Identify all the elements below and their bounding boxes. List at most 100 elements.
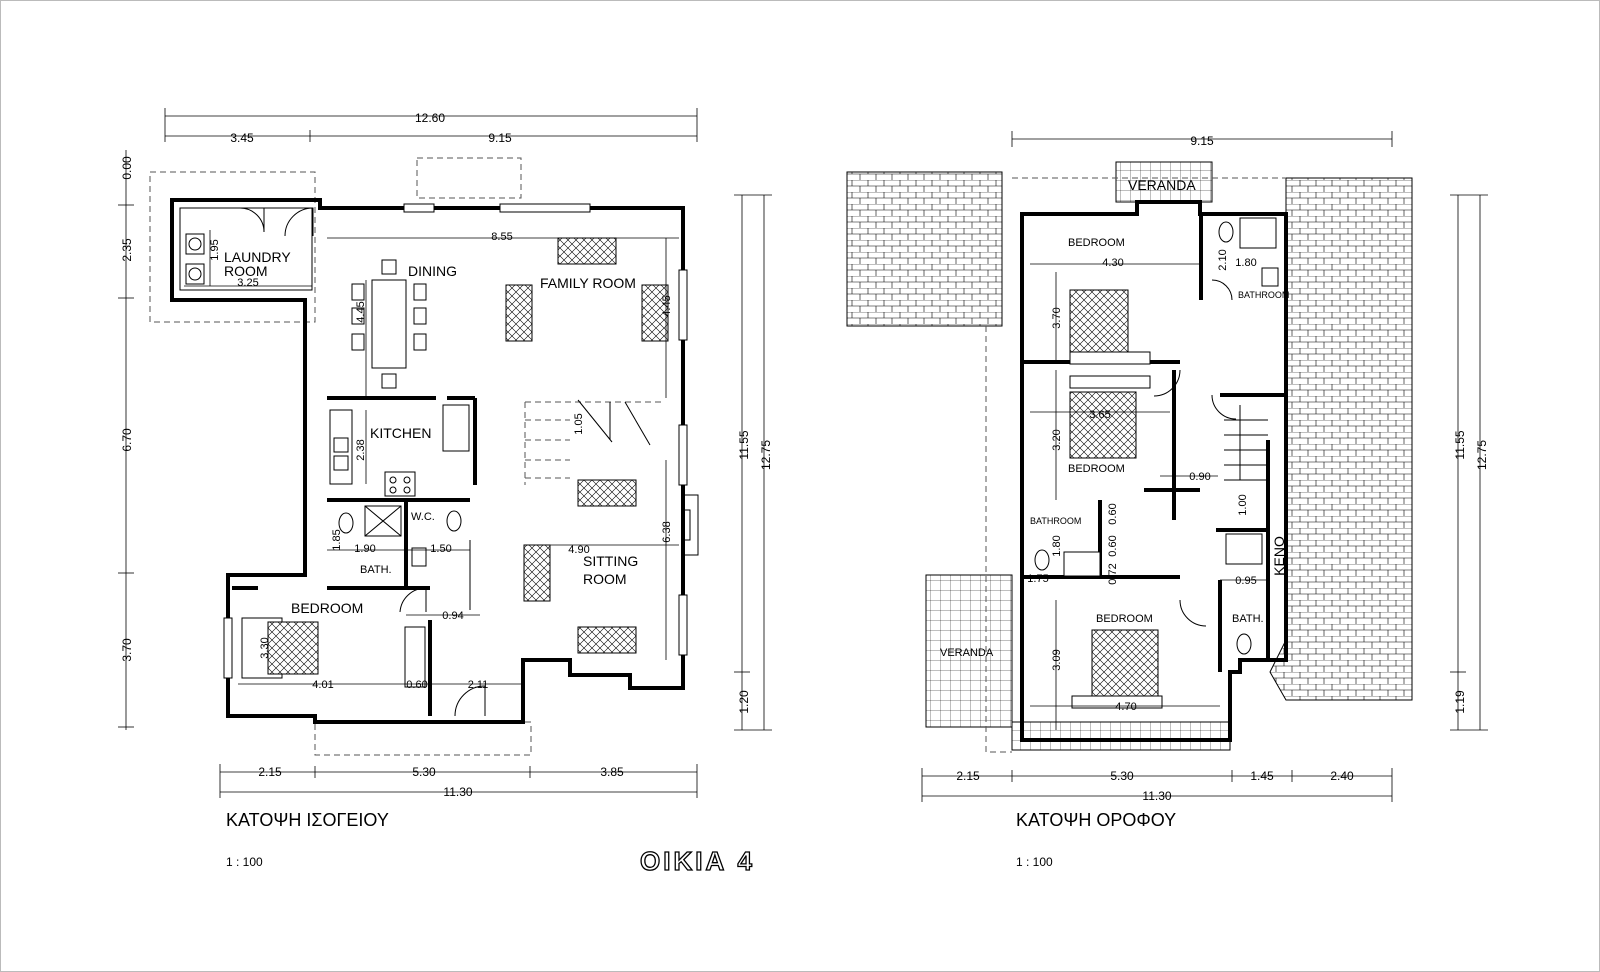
dim-text: 1.80 <box>1051 535 1063 556</box>
dim-text: 2.10 <box>1217 249 1229 270</box>
dim-text: 3.25 <box>237 277 258 289</box>
roof-tiles <box>1269 177 1413 701</box>
veranda-deck <box>925 574 1013 728</box>
room-label: ROOM <box>224 263 268 279</box>
room-label: BATHROOM <box>1238 290 1289 300</box>
wardrobe <box>404 626 426 688</box>
room-label: BATH. <box>1232 613 1264 625</box>
room-label: BEDROOM <box>1096 613 1153 625</box>
bed-headboard <box>1069 375 1151 389</box>
door-swing <box>1211 394 1237 420</box>
room-label: DINING <box>408 263 457 279</box>
ground-floor-plan: 12.60 3.45 9.15 2.15 5.30 3.85 11.30 0.0… <box>118 108 773 869</box>
dim-left-d: 3.70 <box>120 638 134 662</box>
door-swing <box>1153 369 1181 397</box>
dim-text: 0.60 <box>1107 535 1119 556</box>
bed-headboard <box>1069 351 1151 365</box>
dim-top: 9.15 <box>1190 134 1214 148</box>
dim-right-b: 12.75 <box>1475 440 1489 470</box>
door-swing <box>399 587 427 613</box>
chair <box>413 307 427 325</box>
chair <box>351 307 365 325</box>
dim-text: 0.72 <box>1107 563 1119 584</box>
dim-text: 3.65 <box>1089 409 1110 421</box>
dim-text: 0.90 <box>1189 471 1210 483</box>
dim-text: 2.11 <box>468 679 489 691</box>
upper-floor-title: ΚΑΤΟΨΗ ΟΡΟΦΟΥ <box>1016 810 1176 830</box>
dim-left-a: 0.00 <box>120 156 134 180</box>
roof-tiles <box>846 171 1003 327</box>
chair <box>381 259 397 275</box>
dim-text: 6.38 <box>661 521 673 542</box>
sofa <box>557 237 617 265</box>
window <box>678 594 688 656</box>
dim-bot-c: 1.45 <box>1250 769 1274 783</box>
veranda-deck <box>1011 721 1231 751</box>
door-swing <box>1179 599 1207 627</box>
dim-text: 1.75 <box>1027 573 1048 585</box>
dim-text: 0.60 <box>406 679 427 691</box>
bed <box>1069 289 1129 357</box>
bed-headboard <box>1071 695 1163 709</box>
sink <box>333 437 349 453</box>
dining-table <box>371 279 407 369</box>
dim-text: 1.50 <box>430 543 451 555</box>
dim-right-b: 12.75 <box>759 440 773 470</box>
door-swing <box>284 207 314 237</box>
overhang-outline <box>416 157 522 199</box>
window <box>678 269 688 341</box>
ground-floor-scale: 1 : 100 <box>226 855 263 869</box>
dim-text: 3.20 <box>1051 429 1063 450</box>
dim-text: 4.45 <box>355 301 367 322</box>
shower <box>1239 217 1277 249</box>
room-label: BEDROOM <box>1068 237 1125 249</box>
room-label: VERANDA <box>940 647 994 659</box>
sink <box>333 455 349 471</box>
fireplace <box>683 494 699 556</box>
door-swing <box>454 685 486 717</box>
room-label: W.C. <box>411 511 435 523</box>
bed <box>1091 629 1159 697</box>
room-label: KITCHEN <box>370 425 431 441</box>
ground-floor-title: ΚΑΤΟΨΗ ΙΣΟΓΕΙΟΥ <box>226 810 389 830</box>
toilet <box>1236 633 1252 655</box>
dim-text: 1.80 <box>1235 257 1256 269</box>
dim-text: 1.00 <box>1237 494 1249 515</box>
washbasin <box>1261 267 1279 287</box>
sofa <box>577 626 637 654</box>
washer-drum <box>188 237 202 251</box>
house-title: ΟΙΚΙΑ 4 <box>640 846 755 876</box>
dim-text: 0.94 <box>442 610 463 622</box>
dim-bot-d: 2.40 <box>1330 769 1354 783</box>
room-label: BEDROOM <box>1068 463 1125 475</box>
dim-bot-c: 3.85 <box>600 765 624 779</box>
dim-right-c: 1.19 <box>1453 690 1467 714</box>
dim-bot-b: 5.30 <box>412 765 436 779</box>
dryer-drum <box>188 267 202 281</box>
dim-text: 4.90 <box>568 544 589 556</box>
room-label: BEDROOM <box>291 600 363 616</box>
dim-bot-a: 2.15 <box>258 765 282 779</box>
dim-right-a: 11.55 <box>737 430 751 459</box>
door-swing <box>239 207 265 233</box>
chair <box>413 333 427 351</box>
veranda-deck <box>1115 161 1213 203</box>
room-label: SITTING <box>583 553 638 569</box>
staircase <box>524 401 665 485</box>
staircase <box>1224 405 1268 481</box>
dim-top-a: 3.45 <box>230 131 254 145</box>
chair <box>413 283 427 301</box>
window <box>403 203 435 213</box>
bed-cover <box>267 621 319 675</box>
toilet <box>1218 221 1234 243</box>
dim-text: 4.01 <box>312 679 333 691</box>
dim-right-c: 1.20 <box>737 690 751 714</box>
armchair <box>505 284 533 342</box>
dim-right-a: 11.55 <box>1453 430 1467 459</box>
dim-text: 8.55 <box>491 231 512 243</box>
exterior-wall <box>1020 200 1288 742</box>
dim-text: 3.30 <box>259 637 271 658</box>
dim-top-b: 9.15 <box>488 131 512 145</box>
exterior-wall <box>170 198 685 724</box>
window <box>678 424 688 486</box>
